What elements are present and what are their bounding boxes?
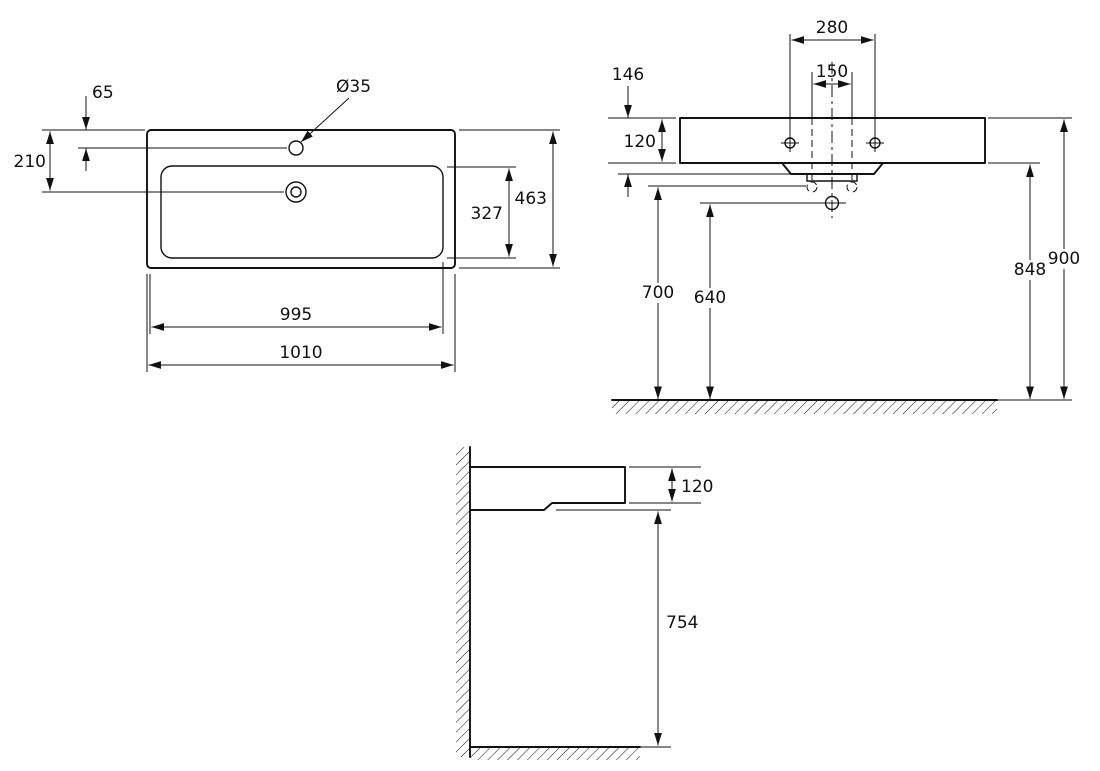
drain-boss <box>781 162 884 175</box>
dim-bowl-width-995: 995 <box>149 262 444 334</box>
side-view: 120 754 <box>456 446 713 760</box>
dim-trap-height-700: 700 <box>642 185 806 399</box>
dim-label-210: 210 <box>14 152 46 172</box>
dim-label-327: 327 <box>471 204 503 224</box>
dim-drain-offset-210: 210 <box>14 131 284 193</box>
dim-label-754: 754 <box>666 613 698 633</box>
dim-back-height-146: 146 <box>612 65 791 197</box>
dim-label-640: 640 <box>694 288 726 308</box>
dim-label-tap-diameter: Ø35 <box>336 77 371 97</box>
dim-label-1010: 1010 <box>279 343 322 363</box>
ext-lines <box>149 262 444 334</box>
dim-drain-height-640: 640 <box>694 202 824 399</box>
dim-label-280: 280 <box>816 18 848 38</box>
basin-side-profile <box>469 466 626 511</box>
dim-side-height-120: 120 <box>629 466 713 504</box>
dim-clearance-754: 754 <box>556 509 698 748</box>
dim-label-463: 463 <box>515 189 547 209</box>
plan-view: Ø35 65 210 327 463 995 <box>14 77 560 372</box>
dim-tap-offset-65: 65 <box>42 83 287 171</box>
ext-lines <box>629 466 701 504</box>
dim-front-height-120: 120 <box>608 117 676 164</box>
wall-hatch <box>456 447 470 757</box>
dim-label-995: 995 <box>280 305 312 325</box>
crosshair <box>866 134 884 152</box>
ext-lines <box>459 129 560 269</box>
dim-overall-width-1010: 1010 <box>146 274 456 372</box>
ext-lines <box>556 509 671 748</box>
ext-lines <box>146 274 456 372</box>
dim-overall-depth-463: 463 <box>459 129 560 269</box>
ext-lines <box>789 34 876 135</box>
dim-label-65: 65 <box>92 83 114 103</box>
dim-rim-height-900: 900 <box>988 117 1080 399</box>
dim-underside-height-848: 848 <box>988 162 1046 399</box>
dim-label-900: 900 <box>1048 249 1080 269</box>
fixing-hole-left <box>781 134 799 152</box>
dim-bolt-centers-150: 150 <box>813 62 851 88</box>
dim-bowl-depth-327: 327 <box>447 166 516 259</box>
dim-label-848: 848 <box>1014 260 1046 280</box>
floor <box>611 399 1072 414</box>
dim-fixing-centers-280: 280 <box>789 18 876 135</box>
crosshair <box>781 134 799 152</box>
ext-lines <box>608 117 676 164</box>
front-view: 280 150 146 120 700 640 <box>608 18 1080 414</box>
fixing-hole-right <box>866 134 884 152</box>
tap-hole <box>288 140 304 156</box>
bolt-line-right <box>846 72 858 193</box>
dim-label-700: 700 <box>642 283 674 303</box>
drain-outer-circle <box>285 181 307 203</box>
leader-line <box>300 97 350 143</box>
dim-label-150: 150 <box>816 62 848 82</box>
dim-tap-diameter: Ø35 <box>300 77 371 143</box>
floor-hatch <box>612 401 997 414</box>
basin-outer-outline <box>146 129 456 269</box>
ext-lines <box>447 166 516 259</box>
dim-label-120-side: 120 <box>681 477 713 497</box>
bolt-circle <box>846 181 858 193</box>
bolt-circle <box>806 181 818 193</box>
dim-label-146: 146 <box>612 65 644 85</box>
floor-hatch <box>470 748 640 760</box>
bolt-line-left <box>806 72 818 193</box>
drain-inner-circle <box>290 186 302 198</box>
dim-label-120-front: 120 <box>624 132 656 152</box>
ext-lines <box>42 129 287 149</box>
basin-bowl-outline <box>160 165 444 259</box>
